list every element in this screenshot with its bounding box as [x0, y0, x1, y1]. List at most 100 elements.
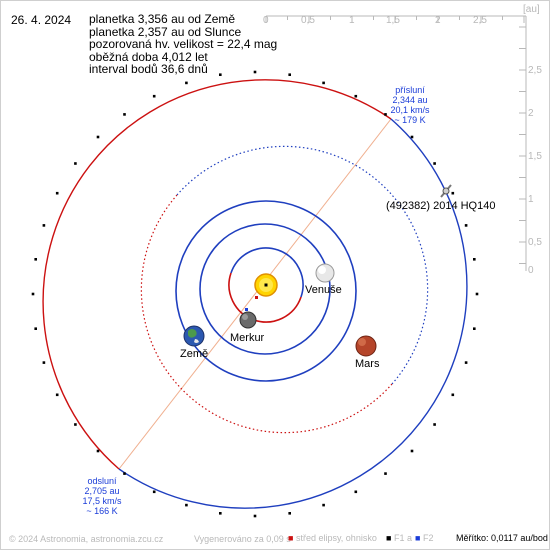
focus-marker [245, 308, 248, 311]
asteroid-name-label: (492382) 2014 HQ140 [386, 200, 496, 212]
info-magnitude: pozorovaná hv. velikost = 22,4 mag [89, 37, 278, 51]
x-axis [265, 15, 526, 23]
orbit-point [384, 113, 387, 116]
orbit-point [433, 162, 436, 165]
orbit-point [123, 113, 126, 116]
orbit-point [123, 472, 126, 475]
y-tick-label: 2,5 [528, 65, 542, 76]
venus-icon [315, 263, 335, 283]
legend-blue-marker: ■ [415, 533, 421, 543]
orbit-point [74, 423, 77, 426]
legend-center-focus: ■ střed elipsy, ohnisko [288, 533, 377, 543]
info-distance-sun: planetka 2,357 au od Slunce [89, 24, 242, 39]
orbit-point [219, 73, 222, 76]
venus-orbit [199, 223, 331, 355]
legend-f2: ■ F2 [415, 533, 434, 543]
orbit-point [288, 73, 291, 76]
perihelion-distance: 2,344 au [392, 95, 428, 105]
orbit-point [152, 94, 156, 98]
date-label: 26. 4. 2024 [11, 13, 72, 27]
y-tick-label: 2 [528, 108, 534, 119]
info-period: oběžná doba 4,012 let [89, 49, 208, 64]
axis-unit-label: [au] [523, 4, 540, 15]
perihelion-speed: 20,1 km/s [390, 105, 430, 115]
orbit-point [34, 327, 37, 330]
orbit-point [433, 423, 436, 426]
orbit-point [96, 449, 100, 453]
orbit-point [34, 258, 37, 261]
orbit-point [253, 514, 257, 518]
perihelion-info: přísluní 2,344 au 20,1 km/s ~ 179 K [371, 85, 449, 125]
orbit-point [42, 361, 46, 364]
copyright-label: © 2024 Astronomia, astronomia.zcu.cz [9, 534, 164, 544]
info-distance-earth: planetka 3,356 au od Země [89, 12, 236, 26]
legend-red-marker: ■ [288, 533, 294, 543]
mercury-orbit-blue [230, 247, 304, 298]
orbit-point [354, 94, 358, 98]
ellipse-center-marker [255, 296, 258, 299]
orbit-point [410, 135, 414, 139]
info-point-interval: interval bodů 36,6 dnů [89, 62, 208, 76]
orbit-point [451, 191, 455, 195]
orbit-point [464, 361, 468, 364]
mars-label: Mars [355, 358, 380, 370]
earth-label: Země [180, 348, 209, 360]
mercury-icon [239, 311, 257, 329]
perihelion-title: přísluní [395, 85, 425, 95]
orbit-point [253, 70, 257, 74]
generated-label: Vygenerováno za 0,09 s [194, 534, 291, 544]
orbit-point [451, 393, 455, 397]
asteroid-orbit-points [31, 70, 479, 518]
asteroid-orbit-north [42, 79, 392, 470]
orbit-point [74, 162, 77, 165]
mars-icon [355, 335, 377, 357]
legend-black-marker: ■ [386, 533, 392, 543]
orbit-point [185, 81, 188, 85]
y-tick-label: 0,5 [528, 237, 542, 248]
orbit-point [219, 512, 222, 515]
orbit-point [55, 191, 59, 195]
x-tick-label: 2,5 [473, 15, 487, 26]
apsis-line [118, 118, 392, 470]
mercury-label: Merkur [230, 332, 265, 344]
x-tick-label: 2 [435, 15, 441, 26]
orbit-point [473, 258, 476, 261]
x-tick-label: 1 [349, 15, 355, 26]
aphelion-info: odsluní 2,705 au 17,5 km/s ~ 166 K [63, 476, 141, 516]
orbit-point [354, 490, 358, 494]
earth-orbit [175, 200, 357, 382]
orbit-point [475, 292, 479, 296]
x-tick-label: 0,5 [301, 15, 315, 26]
scale-label: Měřítko: 0,0117 au/bod [456, 533, 548, 543]
x-tick-label: 0 [263, 15, 269, 26]
orbit-point [473, 327, 476, 330]
legend-f1: ■ F1 a [386, 533, 412, 543]
aphelion-title: odsluní [87, 476, 117, 486]
asteroid-orbit-south [118, 118, 468, 509]
orbit-point [410, 449, 414, 453]
aphelion-distance: 2,705 au [84, 486, 120, 496]
orbit-point [185, 503, 188, 507]
mars-orbit-red [140, 194, 393, 434]
orbit-point [152, 490, 156, 494]
sun-icon [254, 273, 278, 297]
orbit-point [322, 81, 325, 85]
aphelion-speed: 17,5 km/s [82, 496, 122, 506]
y-tick-label: 1,5 [528, 151, 542, 162]
y-axis [519, 16, 527, 271]
orbit-point [384, 472, 387, 475]
orbit-point [464, 224, 468, 227]
aphelion-time: ~ 166 K [86, 506, 118, 516]
y-tick-label: 1 [528, 194, 534, 205]
orbit-point [55, 393, 59, 397]
orbit-point [288, 512, 291, 515]
orbit-point [31, 292, 35, 296]
orbit-point [42, 224, 46, 227]
mars-orbit-blue [176, 145, 429, 385]
y-tick-label: 0 [528, 265, 534, 276]
earth-icon [183, 325, 205, 347]
venus-label: Venuše [305, 284, 342, 296]
orbit-point [322, 503, 325, 507]
